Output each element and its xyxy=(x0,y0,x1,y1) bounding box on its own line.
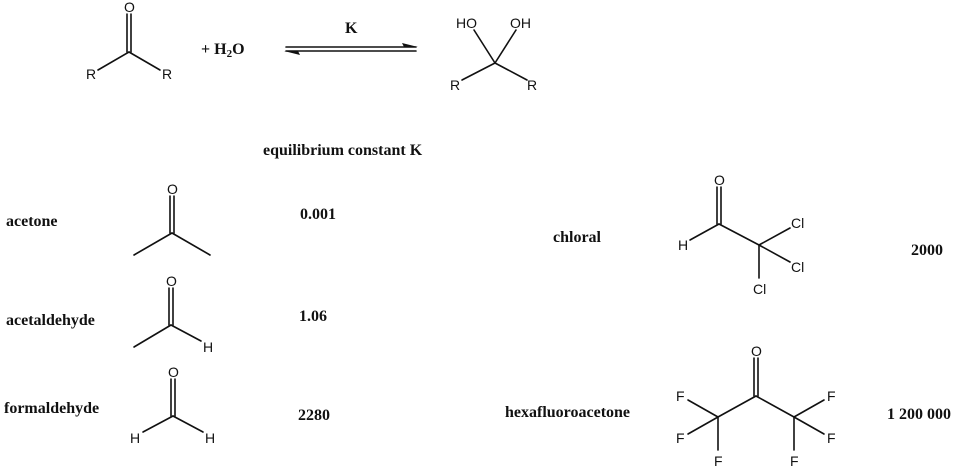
equilibrium-constant-symbol: K xyxy=(345,20,358,37)
plus-water-label: + H2O xyxy=(201,41,245,60)
formaldehyde-structure: O H H xyxy=(130,364,215,446)
atom-h: H xyxy=(678,237,688,253)
atom-o: O xyxy=(166,273,177,289)
atom-oh: OH xyxy=(510,15,531,31)
water-subscript: 2 xyxy=(226,48,233,60)
atom-r-left: R xyxy=(86,66,96,82)
compound-name-acetaldehyde: acetaldehyde xyxy=(6,312,95,329)
compound-name-hexafluoroacetone: hexafluoroacetone xyxy=(505,404,631,421)
atom-h-right: H xyxy=(205,430,215,446)
atom-h-left: H xyxy=(130,430,140,446)
k-value-acetone: 0.001 xyxy=(300,206,336,223)
atom-f-left-bottom: F xyxy=(676,430,685,446)
atom-f-right-down: F xyxy=(790,453,799,469)
plus-h-text: + H xyxy=(201,41,227,58)
atom-r-left: R xyxy=(450,77,460,93)
atom-f-right-top: F xyxy=(827,388,836,404)
k-value-formaldehyde: 2280 xyxy=(298,407,330,424)
atom-f-left-down: F xyxy=(714,453,723,469)
atom-ho: HO xyxy=(456,15,477,31)
water-o-text: O xyxy=(232,41,245,58)
compound-name-acetone: acetone xyxy=(6,213,58,230)
acetone-structure: O xyxy=(133,181,211,256)
atom-cl-top: Cl xyxy=(791,215,804,231)
k-value-acetaldehyde: 1.06 xyxy=(299,308,327,325)
hydrate-product-structure: HO OH R R xyxy=(450,15,537,93)
column-header-k: equilibrium constant K xyxy=(263,142,423,159)
ketone-reactant-structure: O R R xyxy=(86,0,172,82)
atom-h: H xyxy=(203,339,213,355)
atom-o: O xyxy=(124,0,135,15)
atom-o: O xyxy=(751,343,762,359)
atom-r-right: R xyxy=(162,66,172,82)
atom-f-right-bottom: F xyxy=(827,430,836,446)
atom-cl-right: Cl xyxy=(791,259,804,275)
k-value-hexafluoroacetone: 1 200 000 xyxy=(887,406,951,423)
equilibrium-arrow xyxy=(284,43,418,55)
k-value-chloral: 2000 xyxy=(911,242,943,259)
atom-cl-bottom: Cl xyxy=(753,281,766,297)
acetaldehyde-structure: O H xyxy=(133,273,213,355)
hexafluoroacetone-structure: O F F F F F F xyxy=(676,343,836,469)
atom-o: O xyxy=(167,181,178,197)
compound-name-chloral: chloral xyxy=(553,229,601,246)
atom-f-left-top: F xyxy=(676,388,685,404)
atom-o: O xyxy=(714,172,725,188)
compound-name-formaldehyde: formaldehyde xyxy=(4,400,100,417)
atom-o: O xyxy=(168,364,179,380)
atom-r-right: R xyxy=(527,77,537,93)
chloral-structure: O H Cl Cl Cl xyxy=(678,172,804,297)
